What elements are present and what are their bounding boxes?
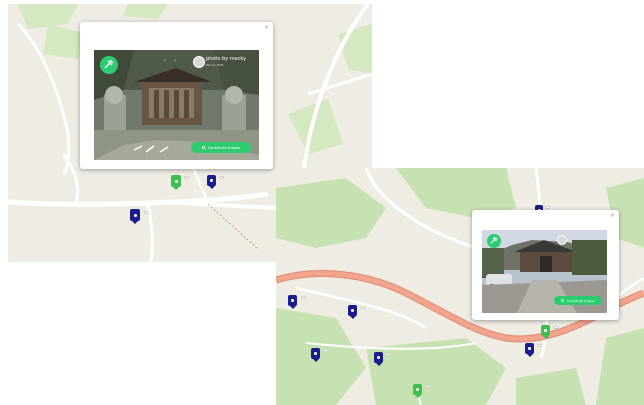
contribute-images-button[interactable]: Contribute images	[191, 142, 251, 153]
place-photo[interactable]: Contribute images	[482, 230, 607, 313]
contribute-images-label: Contribute images	[207, 145, 241, 150]
map-marker-label[interactable]	[219, 176, 225, 180]
map-marker[interactable]	[311, 348, 320, 362]
place-popup: ×	[472, 210, 619, 320]
map-marker-bus-stop[interactable]	[130, 209, 140, 224]
map-marker[interactable]	[374, 352, 383, 366]
hammer-badge-icon	[100, 56, 118, 74]
search-icon	[201, 145, 206, 150]
map-panel-right[interactable]: ×	[276, 168, 644, 405]
contribute-images-button[interactable]: Contribute images	[554, 296, 602, 305]
map-marker-label[interactable]	[537, 344, 543, 348]
place-popup: ×	[80, 22, 273, 169]
map-marker-label[interactable]	[301, 296, 307, 300]
map-marker-label[interactable]	[545, 206, 551, 210]
map-marker-label[interactable]	[425, 385, 431, 389]
map-panel-left[interactable]: ×	[8, 4, 372, 262]
map-marker-label[interactable]	[386, 353, 392, 357]
map-marker[interactable]	[413, 384, 422, 398]
photo-date: Dec 11, 2020	[206, 64, 224, 67]
map-marker-label[interactable]	[184, 176, 190, 180]
map-marker[interactable]	[541, 325, 550, 339]
shrine-photo-image	[94, 50, 259, 160]
contribute-images-label: Contribute images	[566, 298, 595, 303]
map-marker[interactable]	[288, 295, 297, 309]
place-photo[interactable]: ‹ › photo by mecky Dec 11, 2020 Contribu…	[94, 50, 259, 160]
photo-nav-next-icon[interactable]: ›	[174, 58, 176, 64]
map-right-canvas[interactable]	[276, 168, 644, 405]
photographer-avatar	[193, 56, 205, 68]
map-marker-shrine[interactable]	[171, 175, 181, 190]
map-marker-label[interactable]	[144, 211, 150, 215]
map-marker[interactable]	[348, 305, 357, 319]
search-icon	[561, 298, 565, 303]
photo-nav-prev-icon[interactable]: ‹	[164, 58, 166, 64]
popup-close-button[interactable]: ×	[263, 24, 269, 31]
hammer-badge-icon	[487, 234, 501, 248]
map-marker-shrine-entrance[interactable]	[207, 175, 216, 189]
map-marker-label[interactable]	[323, 349, 329, 353]
popup-close-button[interactable]: ×	[609, 212, 615, 219]
map-marker-label[interactable]	[553, 326, 559, 330]
map-marker-label[interactable]	[360, 306, 366, 310]
map-marker[interactable]	[525, 343, 534, 357]
photographer-avatar	[557, 235, 567, 245]
photo-credit: photo by mecky	[206, 56, 247, 62]
